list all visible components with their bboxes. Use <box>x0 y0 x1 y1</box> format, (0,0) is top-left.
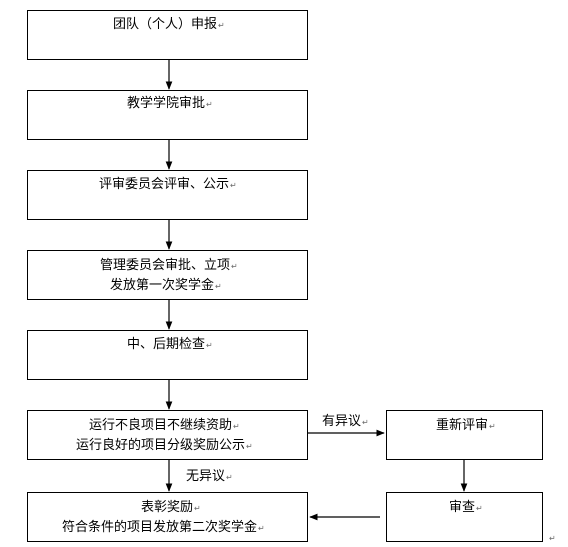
results-box <box>27 410 308 460</box>
return-mark: ↵ <box>230 181 237 190</box>
apply-box <box>27 10 308 60</box>
reward-line2: 符合条件的项目发放第二次奖学金↵ <box>62 520 265 535</box>
midterm-check-box <box>27 330 308 380</box>
return-mark: ↵ <box>246 442 253 451</box>
return-mark: ↵ <box>226 473 233 482</box>
audit-label: 审查↵ <box>449 500 483 515</box>
results-line2: 运行良好的项目分级奖励公示↵ <box>76 438 253 453</box>
reward-line1: 表彰奖励↵ <box>141 500 201 515</box>
management-approval-box <box>27 250 308 300</box>
management-approval-line1: 管理委员会审批、立项↵ <box>100 258 238 273</box>
return-mark: ↵ <box>476 504 483 513</box>
return-mark: ↵ <box>258 524 265 533</box>
return-mark: ↵ <box>362 418 369 427</box>
management-approval-line2: 发放第一次奖学金↵ <box>110 278 222 293</box>
return-mark: ↵ <box>489 422 496 431</box>
reward-box <box>27 492 308 542</box>
end-return-mark: ↵ <box>549 534 556 543</box>
committee-review-label: 评审委员会评审、公示↵ <box>99 177 237 192</box>
objection-edge-label: 有异议↵ <box>322 414 369 429</box>
apply-label: 团队（个人）申报↵ <box>113 17 225 32</box>
committee-review-box <box>27 170 308 220</box>
audit-box <box>386 492 543 542</box>
return-mark: ↵ <box>218 21 225 30</box>
college-approval-box <box>27 90 308 140</box>
results-line1: 运行不良项目不继续资助↵ <box>89 418 240 433</box>
return-mark: ↵ <box>206 100 213 109</box>
return-mark: ↵ <box>231 262 238 271</box>
return-mark: ↵ <box>194 504 201 513</box>
return-mark: ↵ <box>215 282 222 291</box>
return-mark: ↵ <box>233 422 240 431</box>
college-approval-label: 教学学院审批↵ <box>127 96 213 111</box>
no-objection-edge-label: 无异议↵ <box>186 469 233 484</box>
midterm-check-label: 中、后期检查↵ <box>127 337 213 352</box>
re-review-label: 重新评审↵ <box>436 418 496 433</box>
return-mark: ↵ <box>206 341 213 350</box>
re-review-box <box>386 410 543 460</box>
